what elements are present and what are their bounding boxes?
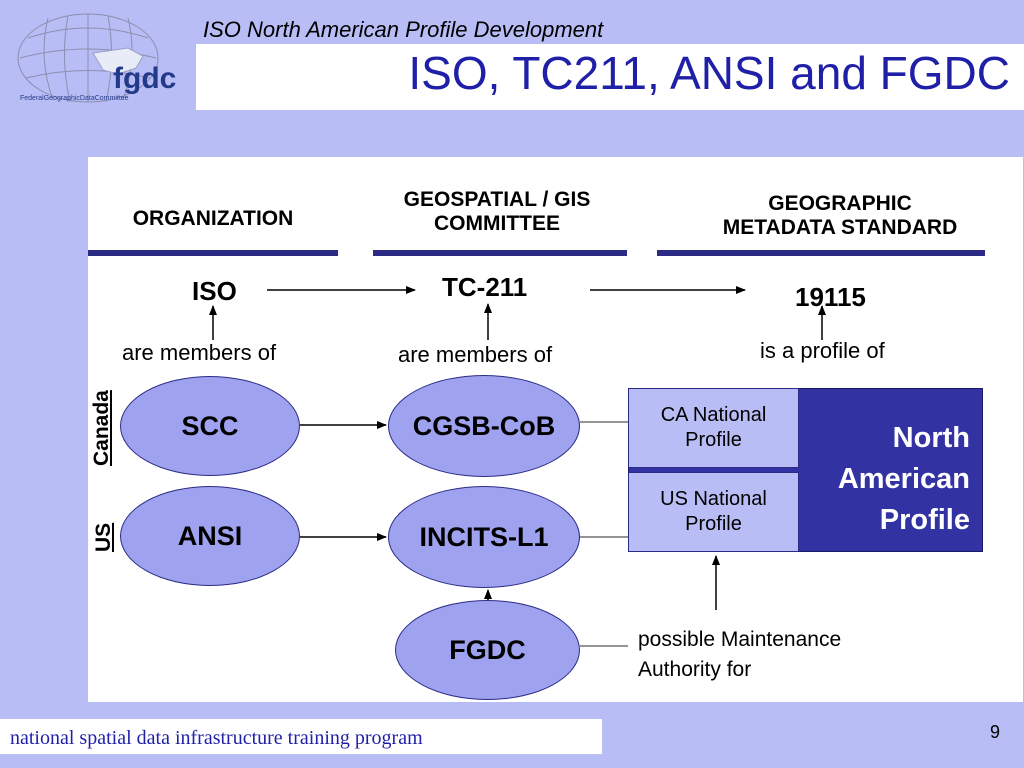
footer-bar	[0, 719, 602, 754]
standard-underline	[657, 250, 985, 256]
nap-line2: American	[837, 463, 970, 495]
scc-node: SCC	[120, 376, 300, 476]
footer-text: national spatial data infrastructure tra…	[10, 727, 423, 749]
committee-header-line2: COMMITTEE	[434, 212, 560, 235]
ansi-node: ANSI	[120, 486, 300, 586]
presentation-subtitle: ISO North American Profile Development	[203, 17, 604, 42]
committee-underline	[373, 250, 627, 256]
standard-header-line2: METADATA STANDARD	[722, 216, 958, 239]
logo-text: fgdc	[113, 62, 176, 95]
profile-of-text: is a profile of	[760, 338, 885, 363]
standard-header-line1: GEOGRAPHIC	[768, 192, 912, 215]
cgsb-cob-node: CGSB-CoB	[388, 375, 580, 477]
committee-header-line1: GEOSPATIAL / GIS	[403, 188, 591, 211]
slide-title: ISO, TC211, ANSI and FGDC	[408, 47, 1010, 99]
incits-l1-node: INCITS-L1	[388, 486, 580, 588]
maintenance-line2: Authority for	[638, 658, 752, 681]
ca-national-profile-box: CA National Profile	[628, 388, 799, 468]
fgdc-node: FGDC	[395, 600, 580, 700]
nap-line3: Profile	[879, 504, 970, 536]
standard-header: GEOGRAPHIC METADATA STANDARD	[670, 192, 1010, 240]
fgdc-logo: fgdc FederalGeographicDataCommittee	[17, 13, 176, 103]
canada-label: Canada	[90, 390, 113, 466]
members-of-text-1: are members of	[122, 340, 277, 365]
page-number: 9	[990, 722, 1001, 742]
us-profile-line2: Profile	[685, 513, 742, 535]
maintenance-text: possible Maintenance Authority for	[638, 625, 841, 685]
nap-line1: North	[892, 422, 970, 454]
iso-label: ISO	[192, 276, 237, 306]
organization-header: ORGANIZATION	[132, 207, 294, 230]
ca-profile-line1: CA National	[660, 404, 767, 426]
maintenance-line1: possible Maintenance	[638, 628, 842, 651]
logo-subtext: FederalGeographicDataCommittee	[20, 95, 129, 102]
standard-19115-label: 19115	[795, 282, 866, 312]
us-national-profile-box: US National Profile	[628, 472, 799, 552]
ca-profile-line2: Profile	[685, 429, 742, 451]
tc211-label: TC-211	[442, 272, 528, 302]
us-map-icon	[92, 47, 144, 75]
us-profile-line1: US National	[660, 488, 767, 510]
north-american-profile-label: North American Profile	[838, 418, 970, 541]
organization-underline	[88, 250, 338, 256]
us-label: US	[92, 522, 115, 552]
members-of-text-2: are members of	[398, 342, 553, 367]
committee-header: GEOSPATIAL / GIS COMMITTEE	[362, 188, 632, 236]
title-bar: ISO, TC211, ANSI and FGDC	[196, 44, 1024, 110]
